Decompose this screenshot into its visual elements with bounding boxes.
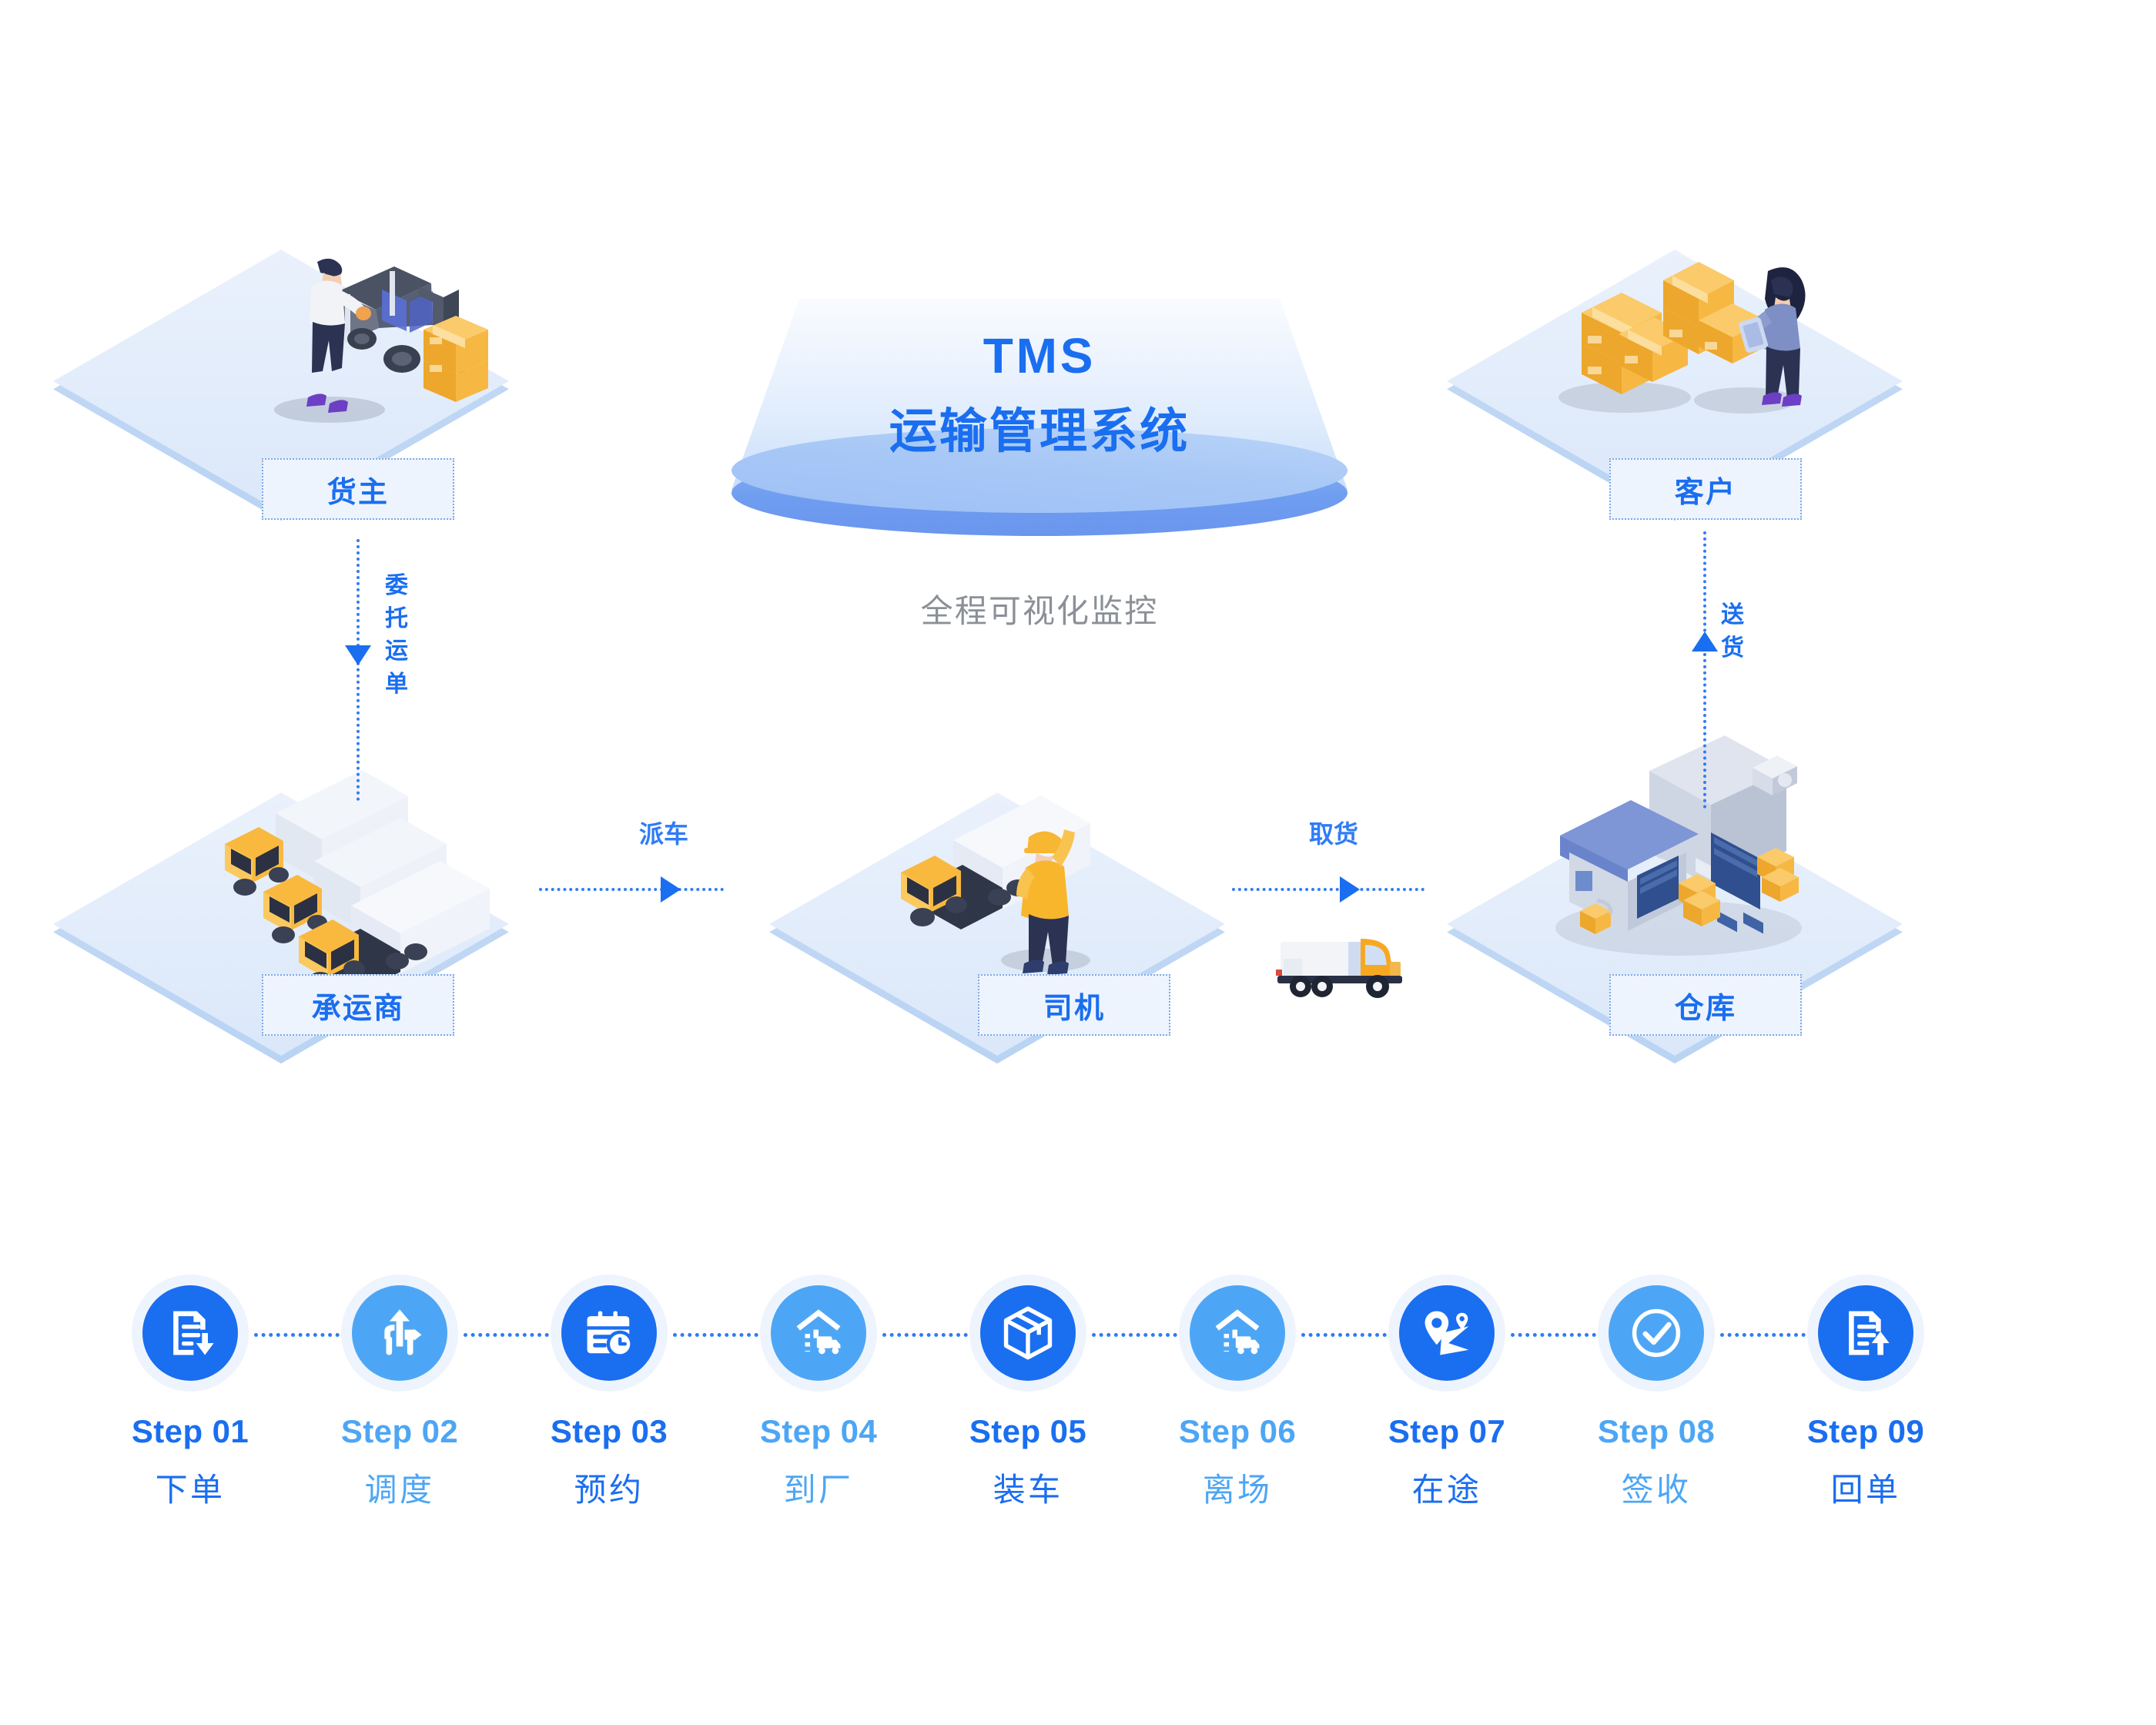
step-label: 到厂 <box>783 1472 854 1508</box>
podium-surface <box>732 428 1348 513</box>
delivery-truck-icon <box>1276 939 1402 998</box>
step-connector <box>464 1333 564 1337</box>
step-item-8[interactable]: Step 08 签收 <box>1583 1274 1729 1511</box>
step-number: Step 08 <box>1597 1413 1716 1449</box>
step-timeline: Step 01 下单 Step 02 调度 <box>0 1274 2156 1629</box>
step-number: Step 09 <box>1806 1413 1925 1449</box>
flow-arrow-dispatch <box>661 876 681 903</box>
step-halo <box>341 1274 458 1392</box>
step-label: 装车 <box>993 1472 1063 1508</box>
entity-label-driver: 司机 <box>1043 992 1106 1025</box>
check-circle-icon <box>1632 1308 1681 1358</box>
flow-line-dispatch <box>539 888 724 891</box>
step-halo <box>1598 1274 1715 1392</box>
step-halo <box>969 1274 1086 1392</box>
step-item-9[interactable]: Step 09 回单 <box>1793 1274 1939 1511</box>
entity-label-shipper: 货主 <box>326 476 390 509</box>
step-number: Step 02 <box>340 1413 459 1449</box>
step-label: 预约 <box>574 1472 644 1508</box>
step-circle <box>771 1285 866 1381</box>
step-item-7[interactable]: Step 07 在途 <box>1374 1274 1520 1511</box>
step-number: Step 01 <box>131 1413 249 1449</box>
step-circle <box>980 1285 1076 1381</box>
step-connector <box>1720 1333 1820 1337</box>
step-label: 在途 <box>1411 1472 1482 1508</box>
step-label: 回单 <box>1830 1472 1901 1508</box>
tms-subtitle: 运输管理系统 <box>889 405 1190 458</box>
flow-label-dispatch: 派车 <box>639 820 689 848</box>
flow-label-deliver: 送货 <box>1721 602 1744 661</box>
step-item-3[interactable]: Step 03 预约 <box>536 1274 682 1511</box>
entity-label-warehouse: 仓库 <box>1674 992 1737 1025</box>
step-halo <box>1807 1274 1924 1392</box>
warehouse-truck-icon <box>1215 1309 1260 1355</box>
entity-label-customer: 客户 <box>1674 476 1737 509</box>
tms-text-group: TMS 运输管理系统 <box>732 299 1348 456</box>
step-item-4[interactable]: Step 04 到厂 <box>745 1274 892 1511</box>
step-halo <box>1179 1274 1296 1392</box>
tms-title: TMS <box>983 328 1096 384</box>
step-connector <box>1301 1333 1401 1337</box>
entity-chip-warehouse[interactable]: 仓库 <box>1609 974 1802 1036</box>
document-download-icon <box>173 1311 214 1355</box>
flow-label-consign: 委托运单 <box>385 573 408 697</box>
step-circle <box>1609 1285 1704 1381</box>
step-halo <box>132 1274 249 1392</box>
step-halo <box>1388 1274 1505 1392</box>
step-connector <box>254 1333 354 1337</box>
step-circle <box>1818 1285 1913 1381</box>
driver-illustration <box>901 796 1090 975</box>
flow-line-pickup <box>1232 888 1424 891</box>
step-number: Step 03 <box>550 1413 668 1449</box>
step-number: Step 04 <box>759 1413 878 1449</box>
step-number: Step 06 <box>1178 1413 1297 1449</box>
step-circle <box>142 1285 238 1381</box>
step-circle <box>561 1285 657 1381</box>
entity-chip-driver[interactable]: 司机 <box>978 974 1170 1036</box>
flow-label-pickup: 取货 <box>1309 820 1359 848</box>
warehouse-truck-icon <box>796 1309 841 1355</box>
entity-chip-customer[interactable]: 客户 <box>1609 458 1802 520</box>
step-halo <box>760 1274 877 1392</box>
step-label: 调度 <box>364 1472 435 1508</box>
step-circle <box>352 1285 447 1381</box>
flow-line-consign <box>357 539 360 801</box>
step-connector <box>1511 1333 1611 1337</box>
step-halo <box>551 1274 668 1392</box>
dispatch-arrows-icon <box>384 1309 422 1355</box>
step-item-6[interactable]: Step 06 离场 <box>1164 1274 1311 1511</box>
step-circle <box>1399 1285 1495 1381</box>
flow-arrow-deliver <box>1692 631 1718 651</box>
step-item-1[interactable]: Step 01 下单 <box>117 1274 263 1511</box>
step-item-2[interactable]: Step 02 调度 <box>326 1274 473 1511</box>
step-item-5[interactable]: Step 05 装车 <box>955 1274 1101 1511</box>
step-connector <box>1092 1333 1192 1337</box>
entity-label-carrier: 承运商 <box>311 992 405 1025</box>
step-label: 离场 <box>1202 1472 1273 1508</box>
step-number: Step 05 <box>969 1413 1087 1449</box>
flow-arrow-pickup <box>1340 876 1360 903</box>
step-connector <box>673 1333 773 1337</box>
tms-podium: TMS 运输管理系统 <box>732 299 1348 538</box>
tagline: 全程可视化监控 <box>920 593 1159 629</box>
step-circle <box>1190 1285 1285 1381</box>
shipper-illustration <box>274 258 488 423</box>
step-label: 签收 <box>1621 1472 1692 1508</box>
calendar-clock-icon <box>587 1311 634 1358</box>
customer-illustration <box>1558 262 1806 414</box>
map-route-pin-icon <box>1424 1311 1469 1355</box>
step-connector <box>882 1333 983 1337</box>
document-upload-icon <box>1849 1311 1890 1355</box>
flow-line-deliver <box>1703 531 1706 809</box>
carrier-illustration <box>225 770 490 993</box>
package-box-icon <box>1003 1306 1053 1360</box>
flow-arrow-consign <box>345 645 371 665</box>
entity-chip-shipper[interactable]: 货主 <box>262 458 454 520</box>
step-label: 下单 <box>155 1472 226 1508</box>
entity-chip-carrier[interactable]: 承运商 <box>262 974 454 1036</box>
warehouse-illustration <box>1555 735 1802 956</box>
step-number: Step 07 <box>1388 1413 1506 1449</box>
